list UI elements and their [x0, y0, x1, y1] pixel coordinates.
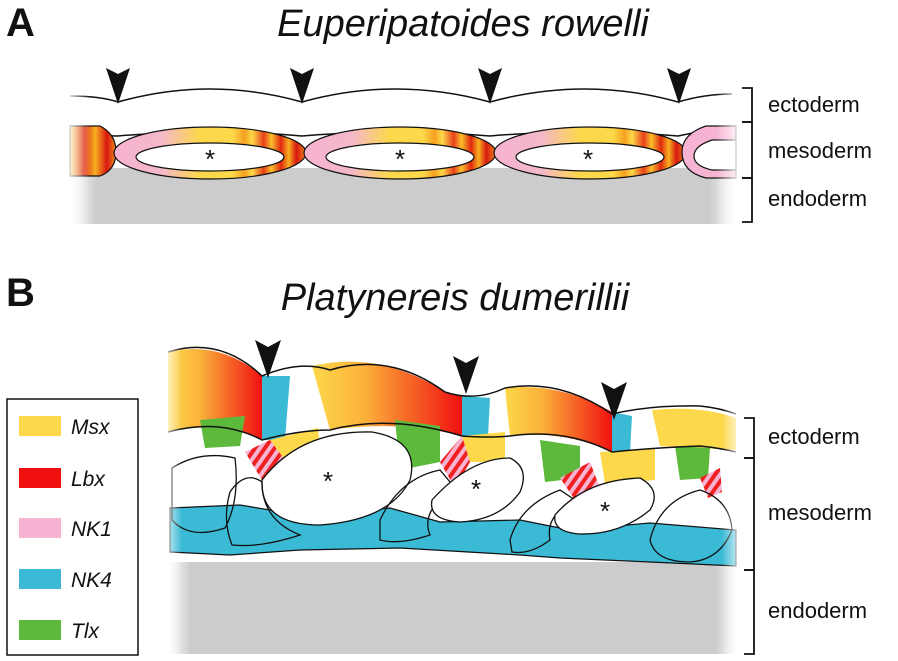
legend-label-lbx: Lbx	[71, 468, 106, 491]
panel-b-label-endoderm: endoderm	[768, 598, 867, 623]
panel-a-arrowhead-4	[667, 68, 691, 104]
panel-b-coelom-marker-1: *	[323, 466, 333, 496]
panel-b-arrowhead-1	[255, 340, 281, 378]
panel-a-arrowhead-3	[478, 68, 502, 104]
panel-a-endoderm-bracket	[742, 177, 753, 223]
panel-b-ectoderm-bottom-outline	[167, 422, 737, 453]
panel-a-species-title: Euperipatoides rowelli	[277, 3, 650, 45]
panel-b-arrowhead-3	[601, 382, 627, 420]
panel-b-endoderm-bracket	[744, 569, 755, 655]
panel-b-arrowhead-2	[453, 356, 479, 394]
panel-a-coelom-marker-1: *	[205, 144, 215, 174]
panel-a-coelom-3	[515, 142, 665, 172]
panel-a-coelom-1	[135, 142, 285, 172]
panel-b-ectoderm-bracket	[744, 417, 755, 459]
panel-b-ectoderm-nk4-2	[462, 396, 490, 436]
panel-b-cell-1	[171, 454, 237, 534]
panel-b-ectoderm-msx-4	[652, 408, 736, 450]
panel-b-tlx-4	[675, 446, 710, 480]
panel-b-coelom-3	[554, 477, 655, 535]
panel-a-mesoderm-bracket	[742, 121, 753, 179]
legend-swatch-lbx	[19, 468, 61, 488]
panel-b-nk1-lbx-1	[245, 440, 285, 480]
panel-b-nk1-lbx-4	[700, 468, 722, 498]
panel-a-label-mesoderm: mesoderm	[768, 138, 872, 163]
panel-b-ectoderm-nk4-3	[612, 412, 632, 452]
panel-b-cell-2	[225, 477, 302, 547]
panel-a-label-ectoderm: ectoderm	[768, 92, 860, 117]
panel-b: B Platynereis dumerillii	[6, 271, 872, 656]
panel-a-coelom-2	[325, 142, 475, 172]
legend-label-nk4: NK4	[71, 569, 112, 592]
panel-b-ectoderm-top-outline	[167, 346, 737, 415]
panel-b-mesoderm-bracket	[744, 457, 755, 571]
panel-a-arrowhead-2	[290, 68, 314, 104]
panel-b-endoderm	[168, 562, 738, 654]
panel-a-arrowhead-1	[106, 68, 130, 104]
panel-a-ectoderm-bracket	[742, 87, 753, 123]
legend-label-tlx: Tlx	[71, 620, 100, 643]
panel-b-coelom-marker-3: *	[600, 496, 610, 526]
panel-a-coelom-marker-2: *	[395, 144, 405, 174]
panel-b-fade-left	[160, 338, 182, 656]
panel-b-ectoderm-nk4-1	[262, 376, 290, 440]
panel-b-fade-right	[722, 338, 744, 656]
legend-label-msx: Msx	[71, 416, 111, 439]
panel-b-species-title: Platynereis dumerillii	[281, 277, 631, 319]
panel-a: A Euperipatoides rowelli * * * ec	[6, 1, 872, 228]
panel-b-tlx-3	[540, 440, 580, 482]
legend-swatch-msx	[19, 416, 61, 436]
panel-b-label-ectoderm: ectoderm	[768, 424, 860, 449]
legend-swatch-tlx	[19, 620, 61, 640]
panel-b-coelom-2	[430, 457, 524, 523]
panel-b-meso-msx-3	[600, 448, 655, 484]
legend-swatch-nk1	[19, 518, 61, 538]
legend-label-nk1: NK1	[71, 518, 112, 541]
panel-b-ectoderm-lbx-3	[505, 387, 612, 452]
panel-b-letter: B	[6, 271, 35, 315]
panel-b-coelom-marker-2: *	[471, 474, 481, 504]
panel-b-ectoderm-lbx-2	[312, 361, 462, 436]
panel-a-fade-left	[64, 84, 90, 228]
panel-a-ectoderm-outline	[69, 88, 733, 103]
legend: Msx Lbx NK1 NK4 Tlx	[6, 398, 139, 656]
legend-swatch-nk4	[19, 569, 61, 589]
panel-b-label-mesoderm: mesoderm	[768, 500, 872, 525]
panel-b-tlx-1	[200, 416, 245, 448]
panel-a-letter: A	[6, 1, 35, 45]
panel-a-fade-right	[716, 84, 742, 228]
panel-a-label-endoderm: endoderm	[768, 186, 867, 211]
panel-b-coelom-1	[261, 431, 413, 526]
panel-b-meso-msx-2	[462, 432, 505, 462]
panel-a-coelom-marker-3: *	[583, 144, 593, 174]
